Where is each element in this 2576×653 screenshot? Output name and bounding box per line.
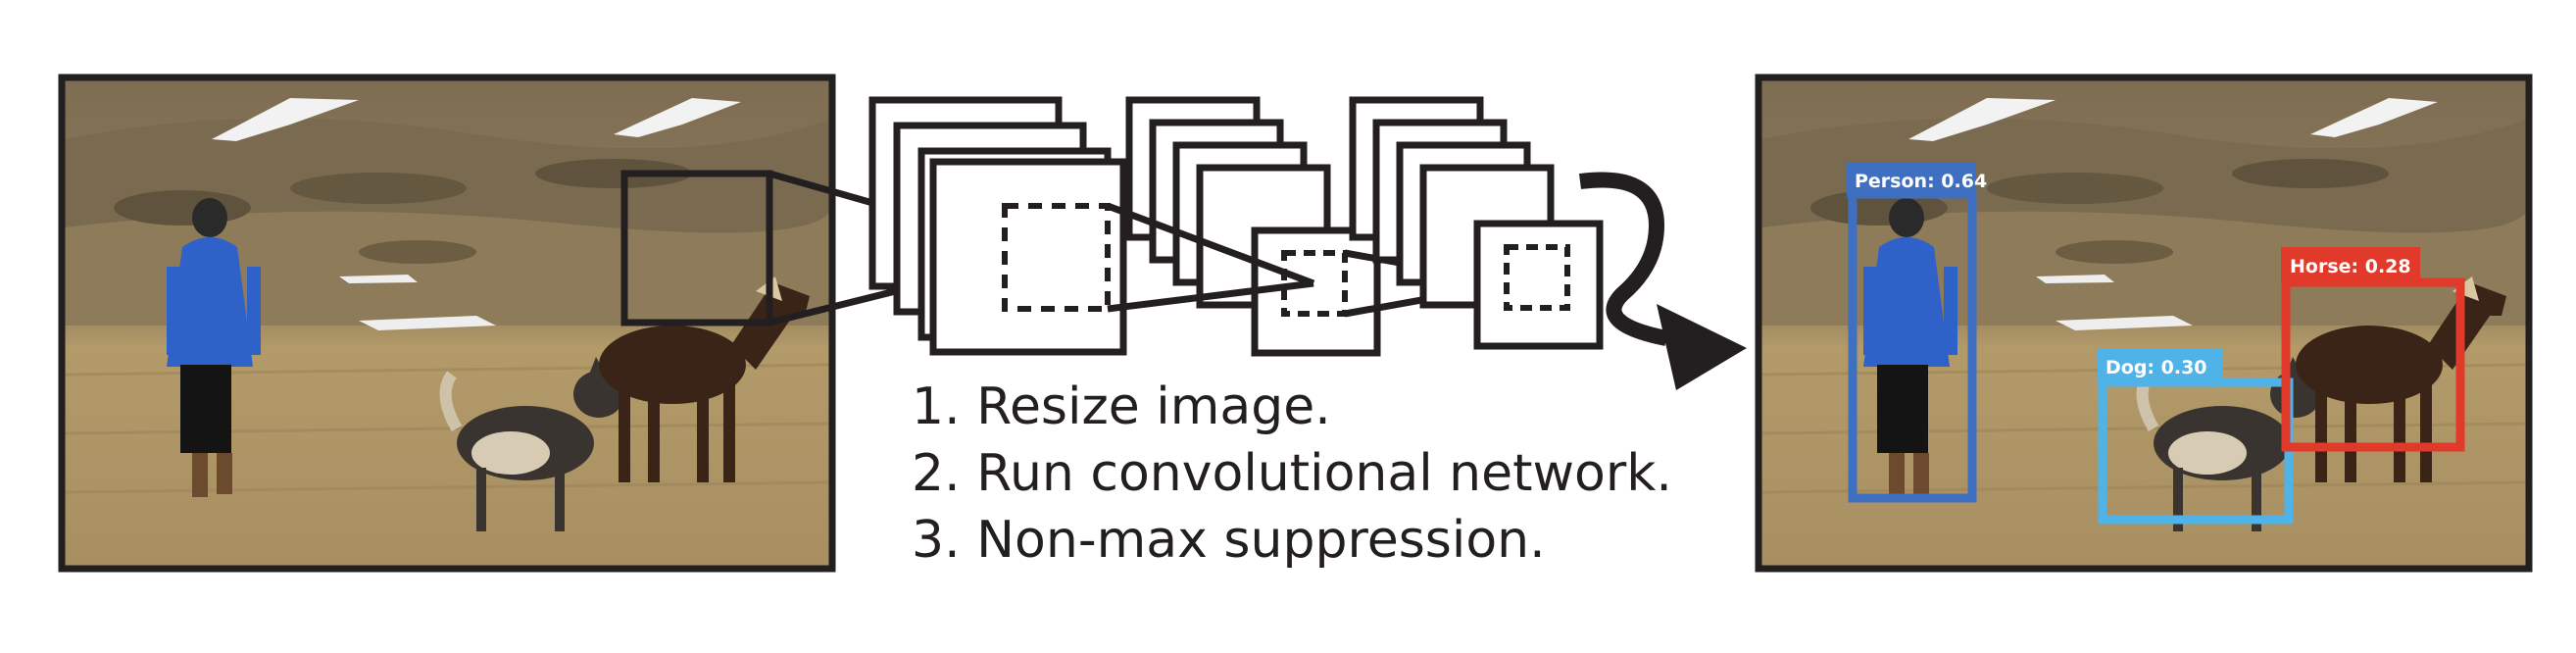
- conv-kernel-3: [1504, 244, 1570, 311]
- receptive-field-box: [620, 170, 773, 326]
- horse-label: Horse: 0.28: [2290, 256, 2411, 277]
- output-photo: [1761, 80, 2526, 566]
- output-image-border: [1755, 74, 2533, 573]
- arrow-head-icon: [1657, 304, 1747, 390]
- person-label-bg: [1847, 162, 1976, 197]
- output-image-panel: Person: 0.64 Dog: 0.30 Horse: 0.28: [1755, 74, 2533, 573]
- dog-label-bg: [2098, 348, 2223, 383]
- output-arrow: [1578, 172, 1747, 390]
- input-image-panel: [58, 74, 836, 573]
- conv-kernel-2: [1281, 250, 1348, 317]
- steps-list: 1. Resize image. 2. Run convolutional ne…: [912, 377, 1672, 570]
- detection-horse: Horse: 0.28: [2281, 247, 2465, 452]
- step-1: 1. Resize image.: [912, 377, 1331, 436]
- conv-stack-3: [1349, 96, 1604, 350]
- horse-label-bg: [2281, 247, 2420, 282]
- input-image-border: [58, 74, 836, 573]
- step-3: 3. Non-max suppression.: [912, 511, 1546, 570]
- conv-stack-1: [868, 96, 1127, 356]
- person-label: Person: 0.64: [1855, 171, 1987, 192]
- detection-person: Person: 0.64: [1847, 162, 1987, 503]
- dog-label: Dog: 0.30: [2105, 357, 2207, 378]
- conv-kernel-1: [1002, 203, 1111, 312]
- step-2: 2. Run convolutional network.: [912, 444, 1672, 503]
